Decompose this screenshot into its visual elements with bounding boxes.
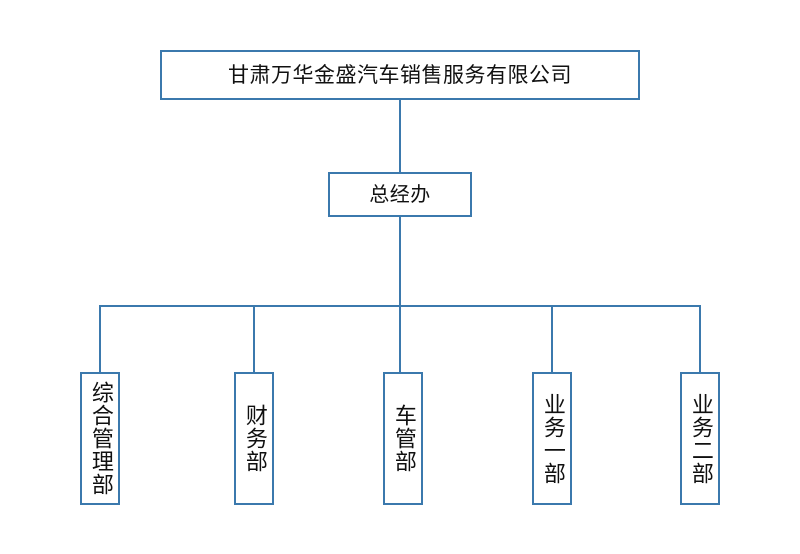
org-node-department-business-one[interactable]: 业务一部 [532,372,572,505]
org-node-department-business-two[interactable]: 业务二部 [680,372,720,505]
org-node-department-finance-label: 财务部 [241,404,267,473]
connector-drop-department-1 [99,305,101,372]
connector-drop-department-3 [399,305,401,372]
connector-gm-to-bus [399,217,401,307]
org-node-department-finance[interactable]: 财务部 [234,372,274,505]
org-node-department-vehicle-management-label: 车管部 [390,404,416,473]
org-node-department-general-administration[interactable]: 综合管理部 [80,372,120,505]
connector-drop-department-5 [699,305,701,372]
org-node-general-manager-office-label: 总经办 [369,182,431,206]
connector-drop-department-4 [551,305,553,372]
connector-company-to-gm [399,100,401,172]
org-node-department-business-one-label: 业务一部 [539,392,565,485]
org-node-department-vehicle-management[interactable]: 车管部 [383,372,423,505]
org-node-department-business-two-label: 业务二部 [687,392,713,485]
org-node-general-manager-office[interactable]: 总经办 [328,172,472,217]
org-node-company[interactable]: 甘肃万华金盛汽车销售服务有限公司 [160,50,640,100]
connector-drop-department-2 [253,305,255,372]
org-node-company-label: 甘肃万华金盛汽车销售服务有限公司 [228,62,572,87]
org-node-department-general-administration-label: 综合管理部 [87,381,113,496]
